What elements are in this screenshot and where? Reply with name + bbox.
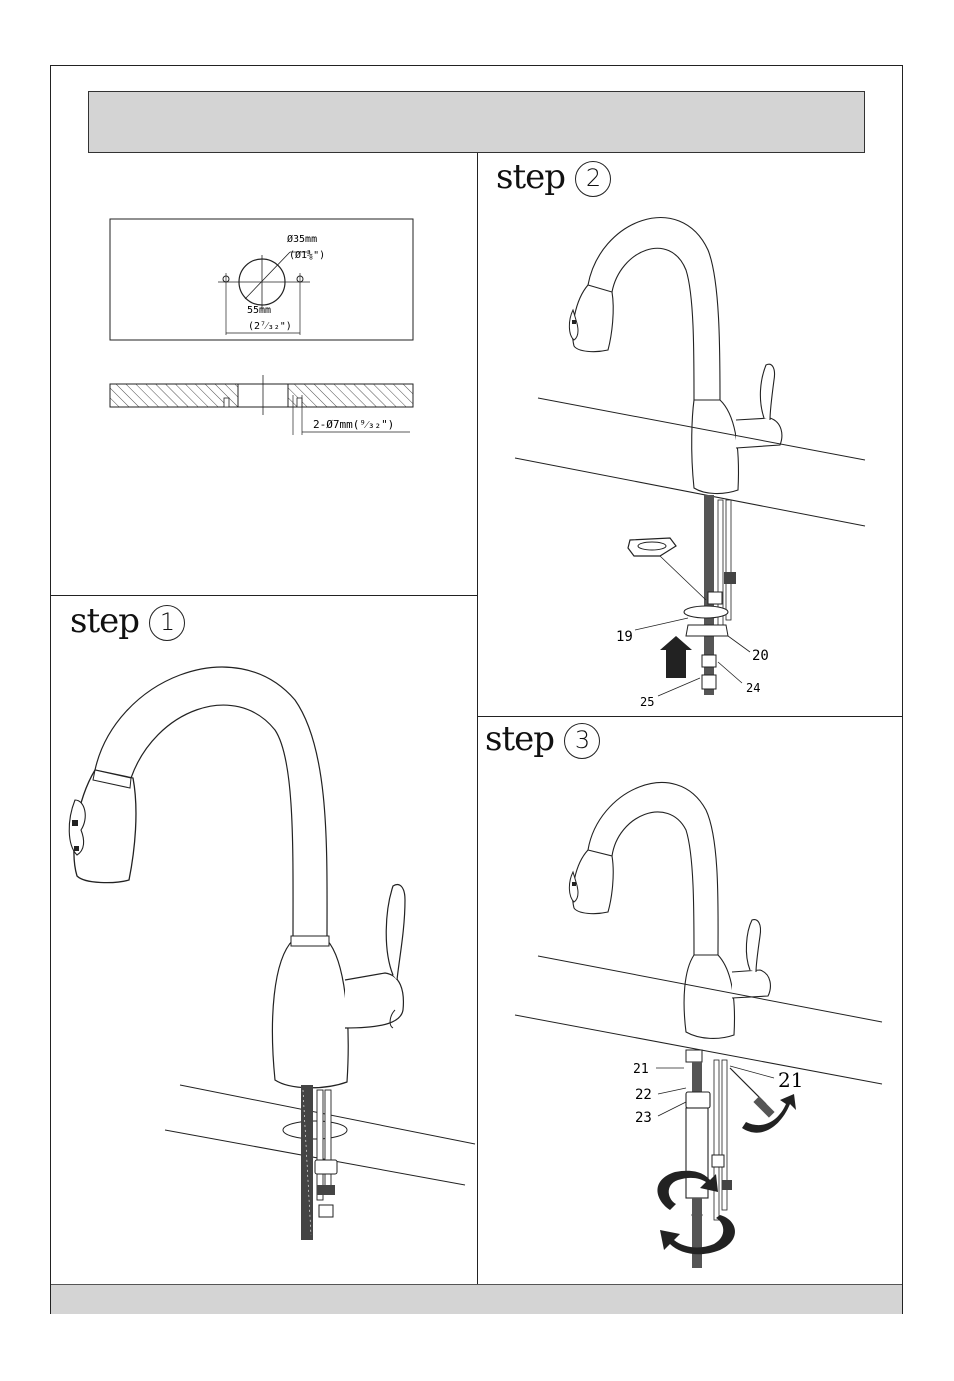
- step-2-word: step: [496, 157, 565, 197]
- step-3-faucet-illustration: 21 22 23 21: [480, 760, 900, 1290]
- step-1-faucet-illustration: [55, 650, 475, 1250]
- step-1-number: 1: [149, 605, 185, 641]
- hole-diameter-inch-text: (Ø1⅜"): [289, 249, 325, 261]
- part-19-label: 19: [616, 629, 633, 645]
- part-23-label: 23: [635, 1110, 652, 1126]
- step-2-label: step 2: [496, 160, 611, 197]
- part-20-label: 20: [752, 648, 769, 664]
- step-3-number: 3: [564, 723, 600, 759]
- screw-holes-text: 2-Ø7mm(⁹⁄₃₂"): [313, 418, 394, 431]
- part-21-label-right: 21: [778, 1068, 803, 1092]
- step-2-number: 2: [575, 161, 611, 197]
- center-divider: [477, 153, 478, 1284]
- left-divider: [51, 595, 477, 596]
- part-22-label: 22: [635, 1087, 652, 1103]
- spacing-inch-text: (2⁷⁄₃₂"): [248, 321, 292, 332]
- part-25-label: 25: [640, 695, 654, 709]
- step-3-word: step: [485, 719, 554, 759]
- spacing-text: 55mm: [247, 305, 271, 316]
- header-bar: [88, 91, 865, 153]
- step-3-label: step 3: [485, 722, 600, 759]
- step-2-faucet-illustration: 19 20 24 25: [480, 200, 900, 720]
- part-24-label: 24: [746, 681, 760, 695]
- step-1-word: step: [70, 601, 139, 641]
- hole-diameter-text: Ø35mm: [287, 233, 317, 245]
- part-21-label-left: 21: [633, 1062, 649, 1077]
- dimension-diagram: Ø35mm (Ø1⅜") 55mm (2⁷⁄₃₂") 2-Ø7mm(⁹⁄₃₂"): [105, 215, 435, 445]
- step-1-label: step 1: [70, 604, 185, 641]
